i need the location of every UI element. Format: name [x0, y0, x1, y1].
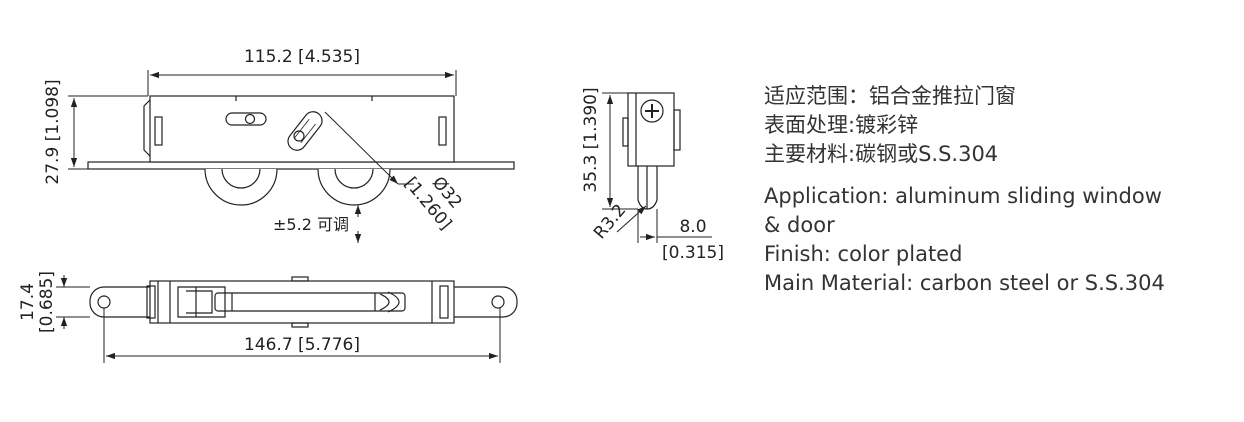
spec-en-material: Main Material: carbon steel or S.S.304 [764, 271, 1165, 295]
spec-cn-finish: 表面处理:镀彩锌 [764, 113, 919, 137]
screw-icon [640, 99, 664, 123]
spec-cn-application: 适应范围：铝合金推拉门窗 [764, 84, 1016, 108]
spec-en-application-cont: & door [764, 213, 835, 237]
side-width-dim-mm: 8.0 [679, 217, 706, 237]
top-view-wheels [204, 168, 391, 206]
spec-en-finish: Finish: color plated [764, 242, 963, 266]
top-view-slot [225, 112, 267, 126]
chinese-specs: 适应范围：铝合金推拉门窗 表面处理:镀彩锌 主要材料:碳钢或S.S.304 [764, 82, 1016, 169]
side-view-body [627, 92, 675, 167]
bottom-bracket [177, 286, 226, 318]
bottom-view [89, 276, 518, 328]
right-mount-hole [491, 295, 505, 309]
bottom-width-dim-inch: [0.685] [37, 271, 57, 333]
top-view-housing [149, 95, 455, 163]
top-height-dim: 27.9 [1.098] [43, 79, 63, 184]
side-width-dim-inch: [0.315] [662, 243, 724, 263]
side-radius-dim: R3.2 [590, 200, 630, 243]
side-height-dim: 35.3 [1.390] [581, 87, 601, 192]
top-view [87, 95, 515, 206]
bottom-length-dim: 146.7 [5.776] [244, 335, 360, 355]
bottom-width-dim-mm: 17.4 [18, 283, 38, 321]
adjust-range-label: ±5.2 可调 [273, 215, 349, 234]
bottom-view-housing [149, 280, 455, 324]
top-view-flange [87, 161, 515, 170]
top-length-dim: 115.2 [4.535] [244, 47, 360, 67]
bottom-wheel-slot [214, 292, 406, 312]
spec-cn-material: 主要材料:碳钢或S.S.304 [764, 142, 999, 166]
spec-en-application: Application: aluminum sliding window [764, 184, 1162, 208]
side-view [622, 92, 681, 210]
english-specs: Application: aluminum sliding window & d… [764, 182, 1165, 298]
